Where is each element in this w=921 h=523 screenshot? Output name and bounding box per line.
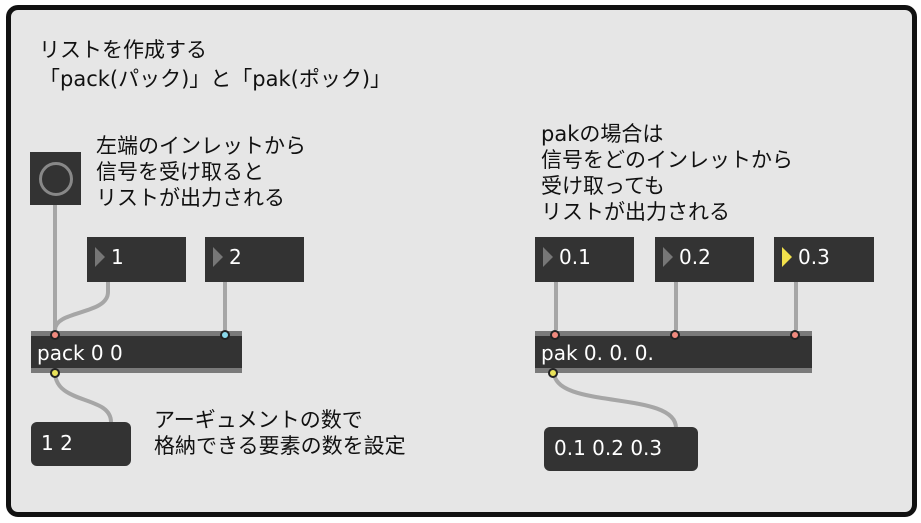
float-box-1-value: 0.1	[559, 245, 591, 269]
number-triangle-icon	[663, 247, 673, 267]
cable-pak-to-message[interactable]	[552, 371, 678, 429]
float-box-2-value: 0.2	[679, 245, 711, 269]
pack-message-box[interactable]: 1 2	[31, 422, 131, 466]
float-box-2[interactable]: 0.2	[655, 237, 754, 282]
pack-note-line-2: 信号を受け取ると	[96, 160, 264, 184]
bang-ring-icon	[39, 162, 73, 196]
pack-object[interactable]: pack 0 0	[31, 331, 242, 373]
pack-outlet[interactable]	[50, 368, 60, 378]
pak-note-line-3: 受け取っても	[541, 174, 665, 198]
cable-pack-to-message[interactable]	[53, 371, 113, 423]
title-line-2: 「pack(パック)」と「pak(ポック)」	[39, 67, 392, 91]
pak-inlet-2[interactable]	[670, 330, 680, 340]
pack-note-line-1: 左端のインレットから	[96, 134, 306, 158]
number-triangle-icon	[543, 247, 553, 267]
patcher-window: リストを作成する 「pack(パック)」と「pak(ポック)」 左端のインレット…	[6, 5, 917, 517]
pak-message-box[interactable]: 0.1 0.2 0.3	[544, 427, 698, 471]
pak-object-label: pak 0. 0. 0.	[541, 341, 654, 365]
number-box-2[interactable]: 2	[205, 237, 304, 282]
pack-inlet-right[interactable]	[220, 330, 230, 340]
pack-note-line-3: リストが出力される	[96, 186, 285, 210]
pack-message-text: 1 2	[41, 431, 73, 455]
cable-number1-to-pack[interactable]	[53, 282, 110, 331]
pack-inlet-left[interactable]	[50, 330, 60, 340]
pak-note-line-1: pakの場合は	[541, 122, 664, 146]
pak-inlet-1[interactable]	[550, 330, 560, 340]
float-box-3[interactable]: 0.3	[774, 237, 874, 282]
title-line-1: リストを作成する	[39, 38, 207, 62]
float-box-3-value: 0.3	[798, 245, 830, 269]
pak-message-text: 0.1 0.2 0.3	[554, 436, 663, 460]
pack-object-label: pack 0 0	[37, 341, 123, 365]
pak-note-line-4: リストが出力される	[541, 200, 730, 224]
active-triangle-icon	[782, 247, 792, 267]
arg-note-line-2: 格納できる要素の数を設定	[154, 434, 406, 458]
arg-note-line-1: アーギュメントの数で	[154, 408, 363, 432]
bang-button[interactable]	[30, 152, 81, 205]
number-box-2-value: 2	[229, 245, 242, 269]
float-box-1[interactable]: 0.1	[535, 237, 634, 282]
number-triangle-icon	[95, 247, 105, 267]
number-box-1-value: 1	[111, 245, 124, 269]
patch-cables	[53, 195, 798, 429]
pak-note-line-2: 信号をどのインレットから	[541, 148, 793, 172]
number-triangle-icon	[213, 247, 223, 267]
pak-outlet[interactable]	[548, 368, 558, 378]
pak-inlet-3[interactable]	[790, 330, 800, 340]
number-box-1[interactable]: 1	[87, 237, 186, 282]
